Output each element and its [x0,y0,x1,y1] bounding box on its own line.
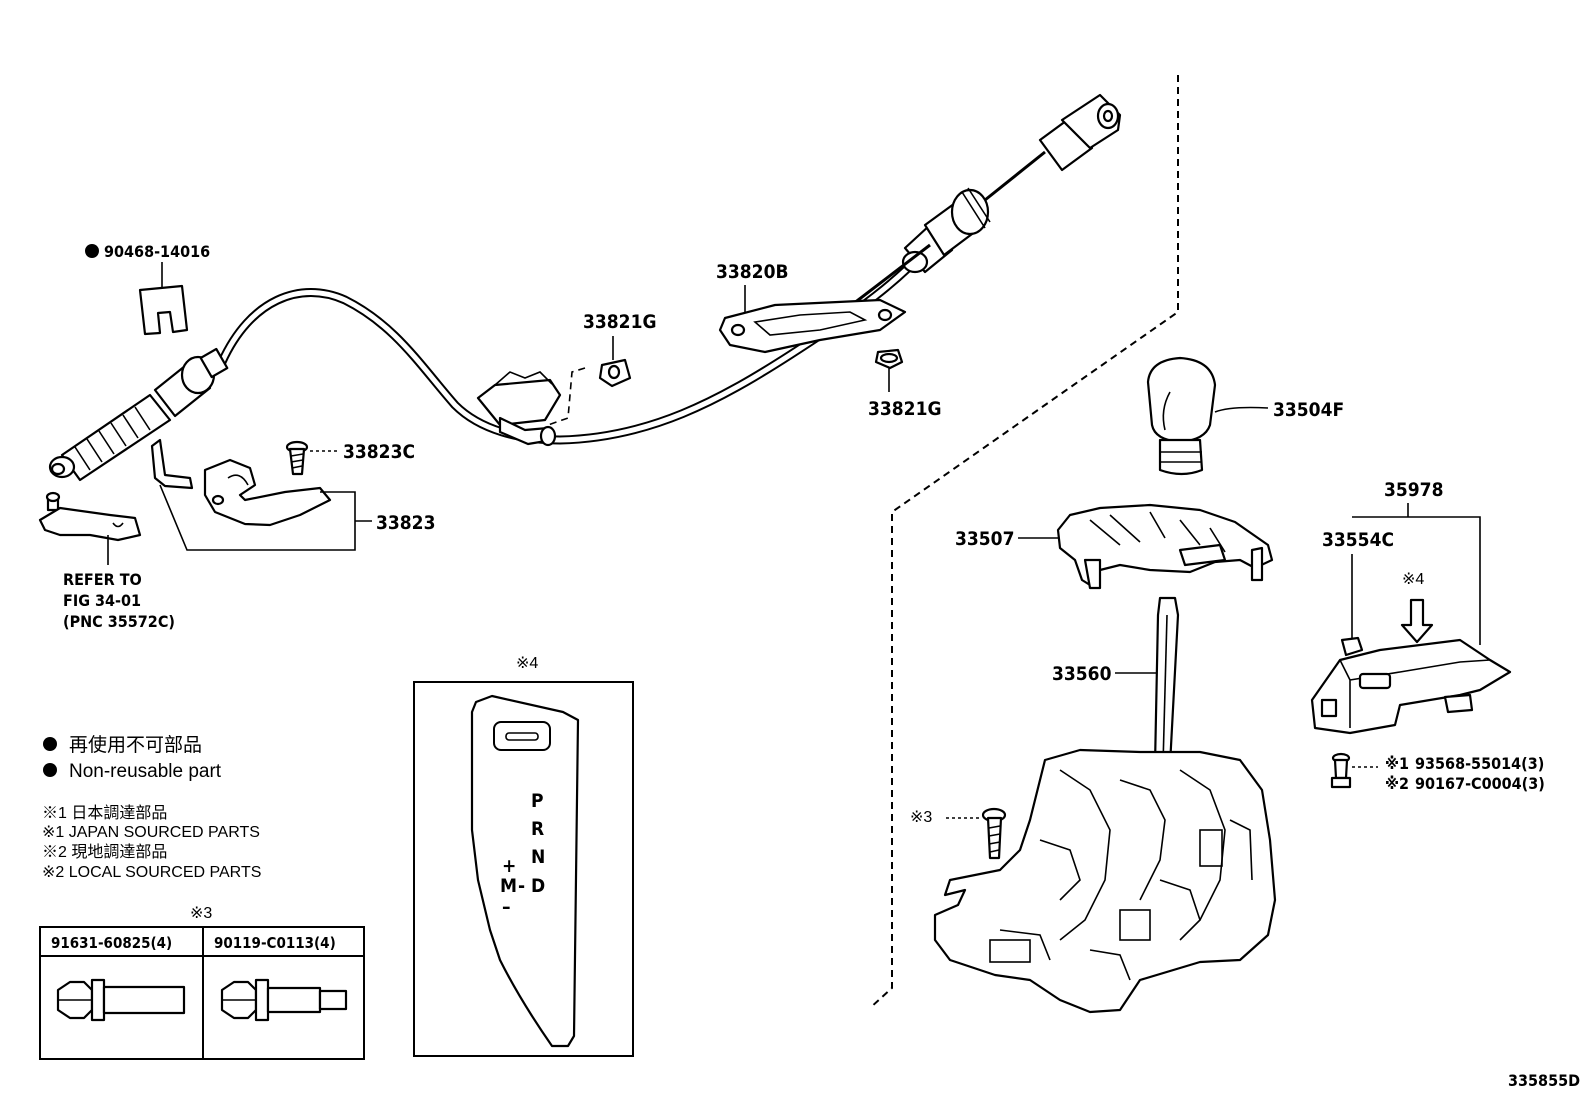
part-label-33823: 33823 [376,512,435,534]
shift-indicator: ※4 P R N D + M - – [413,655,634,1057]
bolt-table-col2: 90119-C0113(4) [214,934,336,952]
bolt-table-col1: 91631-60825(4) [51,934,172,952]
part-label-33504F: 33504F [1273,399,1344,421]
bracket-33823: 33823 [150,438,435,551]
clip-90468: 90468-14016 [85,242,210,336]
legend-src2-en: ※2 LOCAL SOURCED PARTS [42,864,261,881]
part-label-33554C: 33554C [1322,529,1394,551]
bolt-note1: ※1 [1385,754,1409,773]
bolt-91631-icon [56,978,186,1022]
part-label-33821G-bottom: 33821G [868,398,942,420]
indicator-D: D [531,875,545,897]
bolt-table-mark: ※3 [190,905,212,922]
down-arrow-icon [1400,598,1434,644]
lever-33560: 33560 [933,596,1277,1014]
knob-33504F: 33504F [1146,356,1344,476]
indicator-R: R [531,818,544,840]
indicator-plus: + [502,855,516,877]
legend-src1-jp: ※1 日本調達部品 [42,804,167,822]
bolt-table: ※3 91631-60825(4) 90119-C0113(4) [39,905,365,1060]
part-label-35978: 35978 [1384,479,1443,501]
shift-cable [48,93,1122,482]
refer-line-3: (PNC 35572C) [63,612,175,631]
part-label-33820B: 33820B [716,261,789,283]
bolt-33823C: 33823C [285,440,415,476]
mark3-label: ※3 [910,809,932,826]
refer-line-2: FIG 34-01 [63,591,141,610]
diagram-id: 335855D [1508,1071,1580,1090]
assembly-boundary [869,75,1179,1009]
mark4-label: ※4 [1402,571,1424,588]
bolt-note2: ※2 [1385,774,1409,793]
refer-linkage: REFER TO FIG 34-01 (PNC 35572C) [38,491,175,631]
indicator-N: N [531,846,545,868]
bolt-93568-90167: ※1 93568-55014(3) ※2 90167-C0004(3) [1330,752,1545,793]
bolt-pn-2: 90167-C0004(3) [1415,774,1545,793]
bolt-90119-icon [220,978,348,1022]
legend-src2-jp: ※2 現地調達部品 [42,843,167,861]
housing-33507: 33507 [955,503,1274,590]
part-label-90468: 90468-14016 [104,242,210,261]
part-label-33507: 33507 [955,528,1014,550]
grommet-33821G-top: 33821G [547,311,657,426]
release-button-35978: 35978 33554C ※4 [1310,479,1512,735]
bolt-mark3: ※3 [910,807,1007,860]
indicator-mark: ※4 [516,655,538,672]
grommet-33821G-bottom: 33821G [868,348,942,420]
refer-line-1: REFER TO [63,570,142,589]
legend-src1-en: ※1 JAPAN SOURCED PARTS [42,824,260,841]
indicator-M: M [500,875,517,897]
part-label-33821G-top: 33821G [583,311,657,333]
bolt-pn-1: 93568-55014(3) [1415,754,1544,773]
part-label-33823C: 33823C [343,441,415,463]
legend: 再使用不可部品 Non-reusable part ※1 日本調達部品 ※1 J… [42,734,261,881]
legend-non-reusable-en: Non-reusable part [69,761,222,782]
legend-non-reusable-jp: 再使用不可部品 [69,734,202,756]
indicator-minus: – [502,896,511,918]
bracket-33820B: 33820B [716,261,907,354]
part-label-33560: 33560 [1052,663,1112,685]
indicator-P: P [531,790,544,812]
indicator-dash: - [518,875,525,897]
